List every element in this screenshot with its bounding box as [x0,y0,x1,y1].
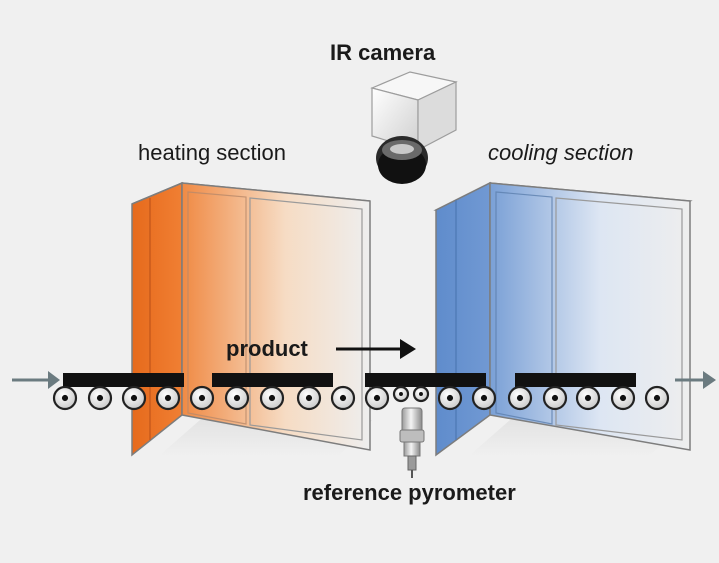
roller-icon [471,385,497,411]
roller-icon [87,385,113,411]
product-label: product [226,336,308,361]
roller-icon [507,385,533,411]
roller-icon [644,385,670,411]
roller-icon [259,385,285,411]
product-bar [365,373,486,387]
cooling-section-label: cooling section [488,140,634,165]
roller-icon [364,385,390,411]
roller-icon [121,385,147,411]
inlet-arrow [12,371,60,389]
roller-icon [155,385,181,411]
product-bar [212,373,333,387]
ir-camera-icon [370,71,458,184]
outlet-arrow [675,371,716,389]
roller-icon [412,385,430,403]
roller-icon [437,385,463,411]
roller-icon [224,385,250,411]
product-bar [63,373,184,387]
roller-icon [189,385,215,411]
heating-section-cabinet [131,181,371,457]
cooling-section-cabinet [433,181,693,457]
product-direction-arrow [336,339,416,359]
reference-pyrometer-label: reference pyrometer [303,480,516,505]
conveyor-rollers [52,385,670,411]
roller-icon [542,385,568,411]
roller-icon [392,385,410,403]
roller-icon [610,385,636,411]
roller-icon [52,385,78,411]
ir-camera-label: IR camera [330,40,436,65]
heating-section-label: heating section [138,140,286,165]
roller-icon [575,385,601,411]
product-bar [515,373,636,387]
roller-icon [296,385,322,411]
product-bars [63,373,636,387]
roller-icon [330,385,356,411]
pyrometer-icon [399,407,425,478]
